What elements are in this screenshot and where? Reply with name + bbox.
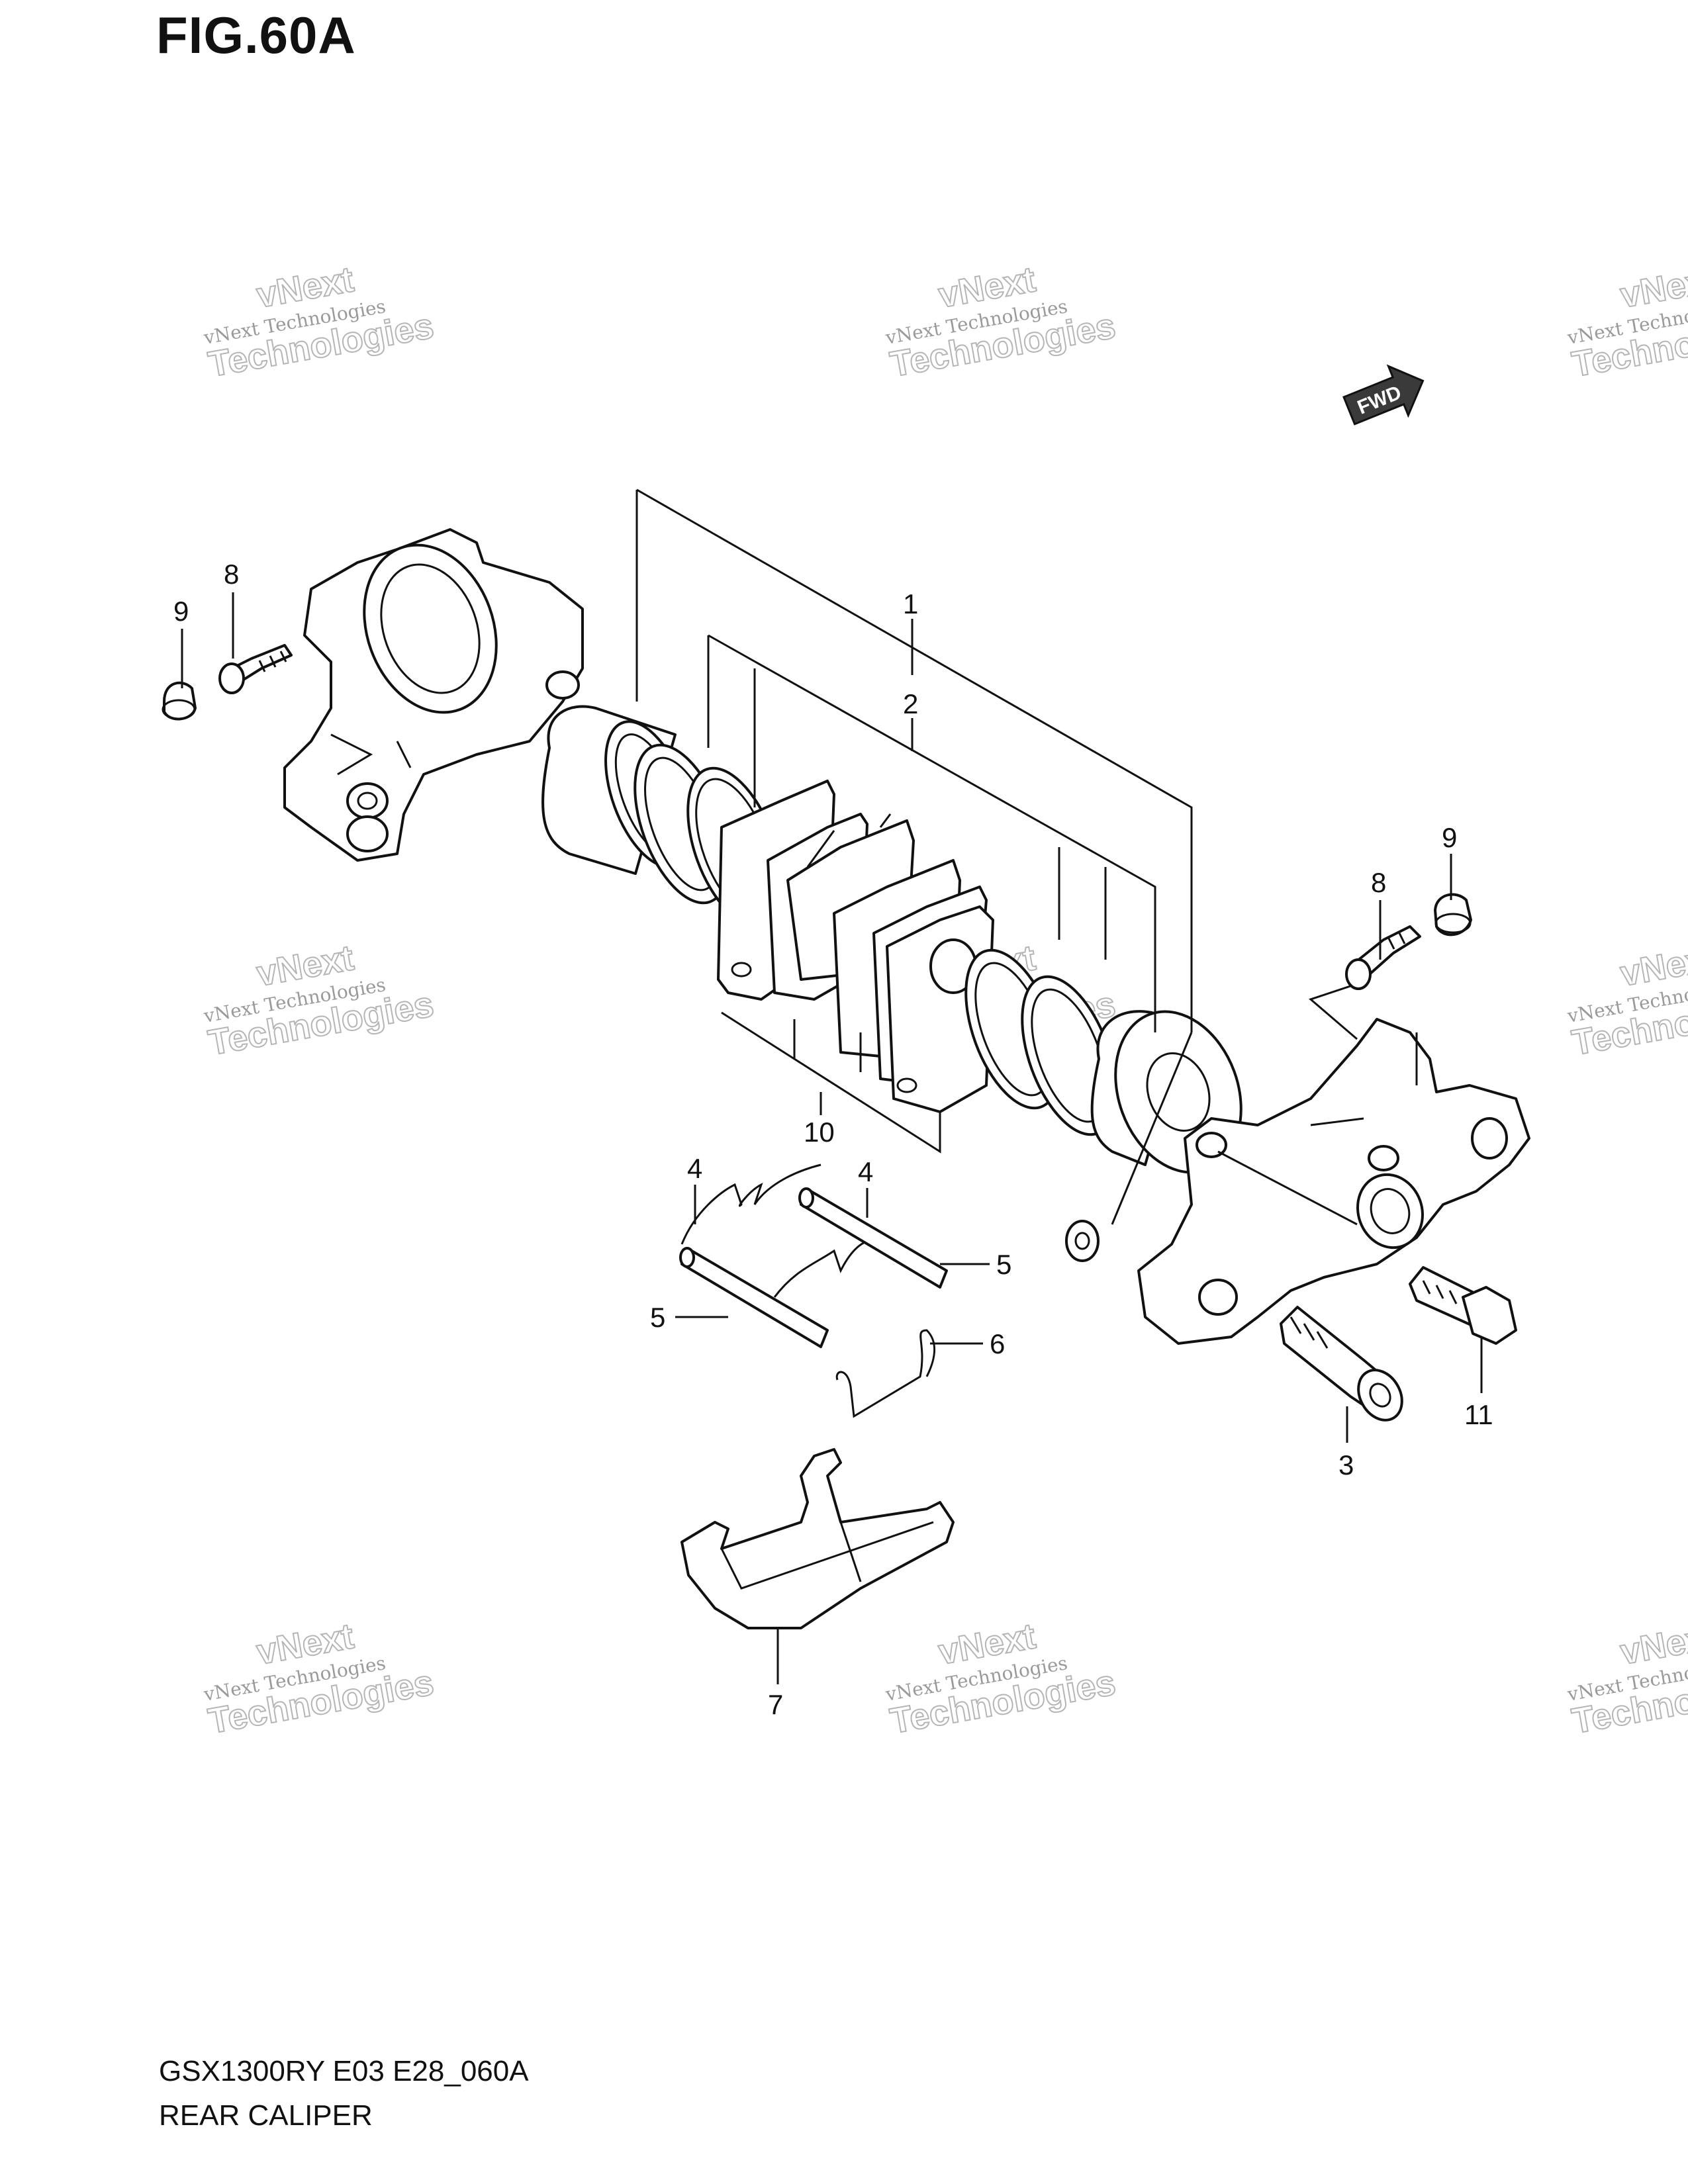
callout-4b: 4 [858,1156,873,1187]
bleeder-screw-right [1345,925,1421,990]
watermark: vNext Technologies vNext Technologies [202,1615,438,1742]
piston-right [1090,1010,1243,1174]
figure-name: REAR CALIPER [159,2099,373,2132]
callout-9b: 9 [1442,822,1457,853]
assembly-bracket-lines [635,488,1193,1225]
bleeder-cap-right [1434,893,1472,936]
watermark: vNext Technologies vNext Technologies [1566,937,1688,1064]
callout-labels: 1 2 3 4 4 5 5 6 7 8 8 9 9 10 11 [173,559,1493,1720]
callout-4a: 4 [687,1153,702,1184]
callout-2: 2 [903,688,918,719]
model-code: GSX1300RY E03 E28_060A [159,2055,529,2087]
watermark: vNext Technologies vNext Technologies [884,259,1119,385]
pad-spring-4a [680,1163,821,1245]
caliper-inner-half [1137,1018,1530,1345]
bleeder-cap-left [162,681,197,721]
mounting-bolt-3 [1280,1306,1403,1422]
callout-10: 10 [804,1116,835,1148]
watermark: vNext Technologies vNext Technologies [1566,259,1688,385]
callout-5a: 5 [996,1249,1011,1280]
washer [1065,1220,1100,1262]
pad-pin-5b [679,1247,829,1348]
callout-9a: 9 [173,596,189,627]
watermark: vNext Technologies vNext Technologies [1566,1615,1688,1742]
callout-leaders [181,592,1483,1684]
watermark: vNext Technologies vNext Technologies [884,1615,1119,1742]
fwd-arrow-icon: FWD [1342,364,1425,426]
pad-shim-right [886,905,994,1113]
callout-3: 3 [1338,1449,1354,1480]
caliper-outer-half [283,528,584,862]
mounting-bolt-11 [1409,1266,1517,1345]
pad-pin-5a [798,1187,948,1289]
watermark: vNext Technologies vNext Technologies [202,937,438,1064]
callout-7: 7 [768,1689,783,1720]
pad-clip-6 [835,1329,936,1418]
callout-1: 1 [903,588,918,619]
watermark: vNext Technologies vNext Technologies [202,259,438,385]
callout-5b: 5 [650,1302,665,1333]
figure-title: FIG.60A [156,6,356,64]
callout-8b: 8 [1371,867,1386,898]
callout-8a: 8 [224,559,239,590]
bleeder-screw-left [218,644,293,694]
callout-11: 11 [1464,1399,1493,1430]
callout-6: 6 [990,1328,1005,1359]
caliper-cover-7 [680,1448,955,1629]
